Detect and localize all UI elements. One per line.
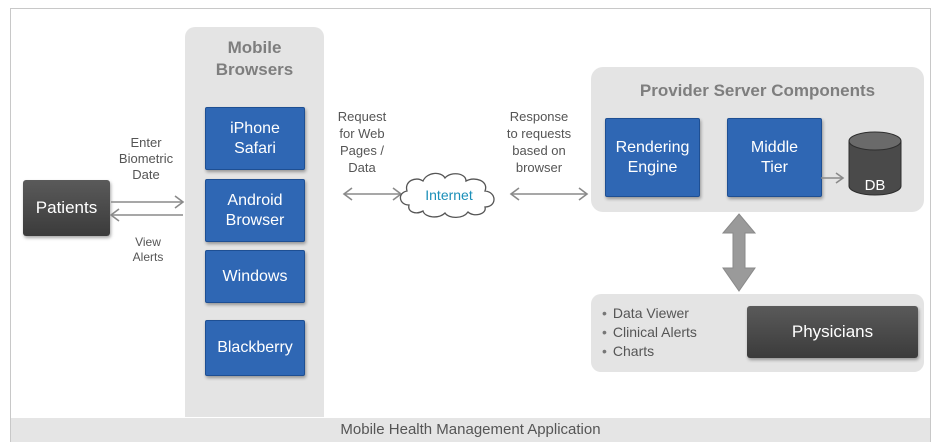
internet-cloud-icon (399, 172, 495, 219)
db-label: DB (864, 177, 886, 194)
windows-box: Windows (205, 250, 305, 303)
physicians-box: Physicians (747, 306, 918, 358)
server-physicians-arrow (721, 213, 757, 292)
diagram-caption: Mobile Health Management Application (340, 421, 601, 438)
provider-server-title: Provider Server Components (639, 81, 876, 100)
bullet-clinical-alerts: Clinical Alerts (602, 323, 697, 342)
bullet-data-viewer: Data Viewer (602, 304, 697, 323)
patients-box: Patients (23, 180, 110, 236)
blackberry-box: Blackberry (205, 320, 305, 376)
bullet-charts: Charts (602, 342, 697, 361)
mobile-browsers-title: Mobile Browsers (215, 38, 294, 79)
physician-bullet-list: Data Viewer Clinical Alerts Charts (602, 304, 697, 361)
caption-bar (11, 418, 930, 442)
internet-label: Internet (425, 187, 473, 203)
db-cylinder-icon (848, 131, 902, 196)
diagram-connectors (109, 131, 902, 292)
